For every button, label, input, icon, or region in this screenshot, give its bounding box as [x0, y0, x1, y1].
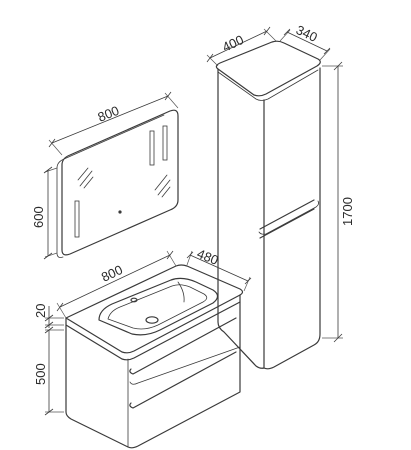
- basin-top-surface: [65, 264, 244, 354]
- tall-cabinet: [215, 40, 321, 370]
- reflection-marks-left: [77, 167, 94, 189]
- basin-depth-dimension: 480: [186, 246, 252, 292]
- basin-width-dimension: 800: [56, 250, 177, 319]
- mirror-height-label: 600: [31, 206, 46, 228]
- led-strip-top-right-2: [162, 125, 168, 161]
- vanity-height-dimension: 500: [33, 326, 64, 416]
- tall-cabinet-depth-dimension: 340: [279, 22, 331, 61]
- led-strip-top-right-1: [149, 130, 155, 166]
- tall-cabinet-height-label: 1700: [340, 197, 355, 226]
- led-strip-left: [74, 200, 80, 238]
- vanity-unit: [65, 264, 244, 449]
- tall-cabinet-handle-top: [259, 199, 315, 230]
- drawer-handle-top: [129, 317, 237, 375]
- tall-cabinet-depth-label: 340: [294, 22, 320, 45]
- mirror-width-dimension: 800: [48, 91, 179, 156]
- mirror-edge: [56, 114, 165, 169]
- basin-bowl: [98, 277, 219, 336]
- vanity-body-side: [65, 301, 241, 449]
- tall-cabinet-side: [217, 68, 265, 369]
- basin-bowl-inner: [107, 284, 208, 330]
- tall-cabinet-top: [215, 40, 321, 97]
- mirror: [56, 109, 179, 258]
- drawer-handle-bottom: [129, 351, 237, 409]
- tall-cabinet-top-bevel: [217, 69, 319, 101]
- tall-cabinet-handle-bottom: [259, 208, 315, 239]
- tall-cabinet-width-label: 400: [220, 32, 246, 55]
- basin-width-label: 800: [99, 262, 125, 285]
- basin-bowl-curve: [177, 281, 185, 303]
- tall-cabinet-front: [263, 67, 321, 370]
- sensor-dot: [118, 210, 122, 214]
- tall-cabinet-width-dimension: 400: [206, 26, 277, 67]
- drain: [145, 316, 159, 324]
- basin-depth-label: 480: [195, 246, 221, 268]
- tall-cabinet-height-dimension: 1700: [322, 61, 355, 343]
- tap-hole: [130, 297, 138, 303]
- mirror-outline: [61, 109, 179, 256]
- vanity-height-label: 500: [33, 363, 48, 385]
- mirror-height-dimension: 600: [31, 166, 58, 260]
- tall-cabinet-door-split: [258, 200, 320, 235]
- vanity-drawer-split: [129, 346, 241, 385]
- basin-thickness-label: 20: [33, 304, 48, 318]
- basin-thickness-dimension: 20: [33, 304, 64, 329]
- mirror-width-label: 800: [96, 103, 122, 125]
- reflection-marks-right: [154, 174, 171, 198]
